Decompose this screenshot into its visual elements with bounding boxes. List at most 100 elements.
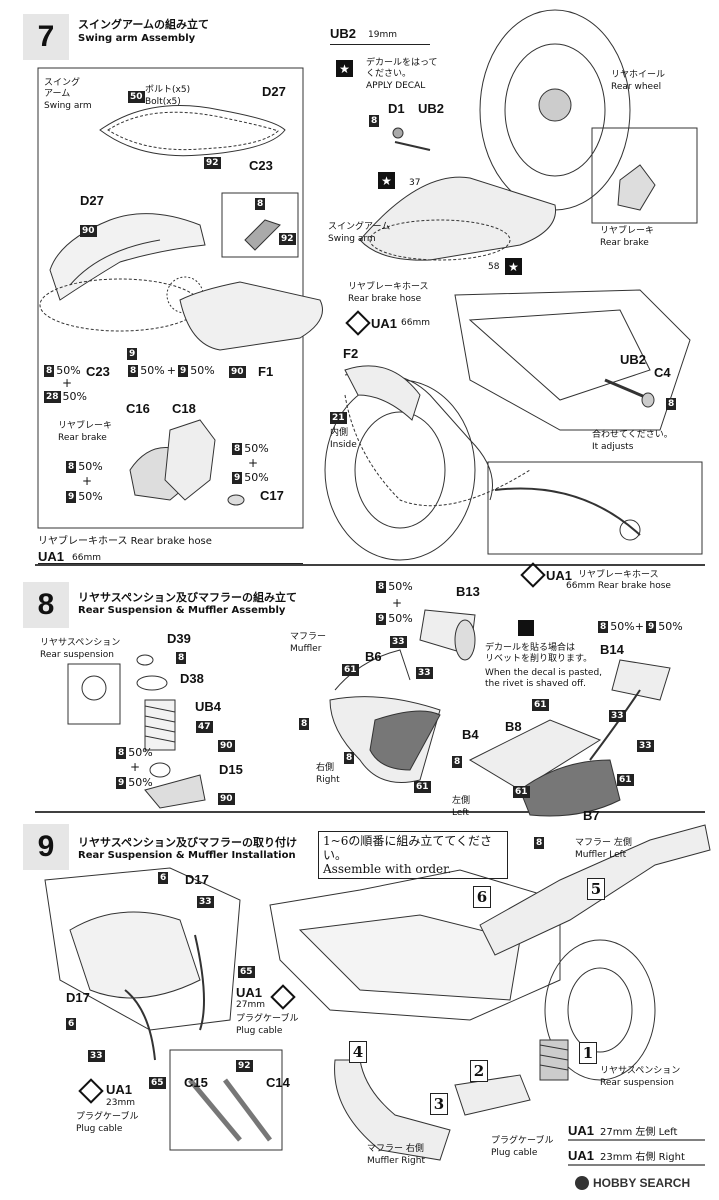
mix-b13-plus: + (392, 596, 403, 610)
adjust-jp: 合わせてください。 (592, 430, 673, 440)
ub2-label: UB2 (330, 26, 357, 41)
part-c15: C15 (184, 1075, 208, 1090)
muffler-en: Muffler (290, 644, 322, 654)
paint-90-s8a: 90 (218, 740, 235, 752)
paint-92-tag-top: 92 (204, 157, 221, 169)
paint-8-b8: 8 (452, 756, 463, 768)
step-7-title-en: Swing arm Assembly (78, 33, 196, 44)
rear-brake-hose-jp: リヤブレーキホース (348, 282, 429, 292)
swingarm-label-jp: スイング アーム (44, 78, 81, 99)
plug-cable2-en: Plug cable (76, 1124, 123, 1134)
order-2: 2 (470, 1060, 488, 1082)
part-d17-b: D17 (66, 990, 90, 1005)
part-d1: D1 (388, 101, 405, 116)
paint-8-d1: 8 (369, 115, 380, 127)
rear-suspension-en: Rear suspension (40, 650, 114, 660)
adjust-en: It adjusts (592, 442, 634, 452)
step-9-number: 9 (23, 824, 69, 870)
rear-suspension-s9-en: Rear suspension (600, 1078, 674, 1088)
ub2-length: 19mm (368, 30, 397, 40)
rivet-note-jp: デカールを貼る場合は リベットを削り取ります。 (485, 643, 593, 664)
swing-arm-en: Swing arm (328, 234, 376, 244)
paint-33-c: 33 (609, 710, 626, 722)
muffler-left-en: Muffler Left (575, 850, 627, 860)
paint-33-s9a: 33 (197, 896, 214, 908)
paint-6-b: 6 (66, 1018, 77, 1030)
swingarm-label-en: Swing arm (44, 101, 92, 111)
part-f1: F1 (258, 364, 274, 379)
order-5: 5 (587, 878, 605, 900)
decal-jp: デカールをはって ください。 (366, 58, 438, 79)
paint-61-c: 61 (532, 699, 549, 711)
paint-33-a: 33 (390, 636, 407, 648)
ua1-right-len: 23mm 右側 Right (600, 1152, 685, 1163)
rear-suspension-s9-jp: リヤサスペンション (600, 1066, 681, 1076)
step-9-title-en: Rear Suspension & Muffler Installation (78, 850, 296, 861)
ua1-length: 66mm (72, 553, 101, 563)
paint-8-d39: 8 (176, 652, 187, 664)
rear-brake-jp-r: リヤブレーキ (600, 226, 655, 236)
plug-cable2-jp: プラグケーブル (76, 1112, 139, 1122)
muffler-right-jp: マフラー 右側 (367, 1144, 424, 1154)
paint-61-a: 61 (342, 664, 359, 676)
right-jp: 右側 (316, 763, 335, 773)
watermark-logo-icon (575, 1176, 589, 1190)
part-d15: D15 (219, 762, 243, 777)
decal-37: 37 (409, 178, 421, 188)
ua1-right: UA1 (568, 1148, 595, 1163)
order-1: 1 (579, 1042, 597, 1064)
diamond-icon-b (520, 562, 546, 588)
paint-33-s9b: 33 (88, 1050, 105, 1062)
muffler-right-en: Muffler Right (367, 1156, 425, 1166)
inside-jp: 内側 (330, 428, 349, 438)
part-b6: B6 (365, 649, 382, 664)
mix-s8-plus: + (130, 760, 141, 774)
ua1-label: UA1 (38, 549, 65, 564)
mix3-plus: + (82, 474, 93, 488)
rear-wheel-en: Rear wheel (611, 82, 662, 92)
order-6: 6 (473, 886, 491, 908)
rear-brake-jp: リヤブレーキ (58, 421, 113, 431)
diamond-icon (345, 310, 371, 336)
paint-50-tag: 50 (128, 91, 145, 103)
plug-cable-en: Plug cable (236, 1026, 283, 1036)
ua1-b: UA1 (106, 1082, 133, 1097)
plug-cable-jp: プラグケーブル (236, 1014, 299, 1024)
rivet-note-en: When the decal is pasted, the rivet is s… (485, 668, 603, 689)
ua1-left: UA1 (568, 1123, 595, 1138)
paint-33-b: 33 (416, 667, 433, 679)
part-c18: C18 (172, 401, 196, 416)
order-en: Assemble with order. (323, 862, 452, 876)
ua1-left-len: 27mm 左側 Left (600, 1127, 678, 1138)
ua1-line (38, 563, 303, 564)
ua1-a-len: 27mm (236, 1000, 265, 1010)
ua1-b-len: 23mm (106, 1098, 135, 1108)
plug-cable3-en: Plug cable (491, 1148, 538, 1158)
paint-92-tag: 92 (279, 233, 296, 245)
swing-arm-jp: スイングアーム (328, 222, 391, 232)
paint-90-tag: 90 (80, 225, 97, 237)
paint-61-b: 61 (414, 781, 431, 793)
part-c16: C16 (126, 401, 150, 416)
mix4-plus: + (248, 456, 259, 470)
step-8-number: 8 (23, 582, 69, 628)
right-en: Right (316, 775, 340, 785)
ua1-a: UA1 (236, 985, 263, 1000)
left-jp: 左側 (452, 796, 471, 806)
step-7-title-jp: スイングアームの組み立て (78, 18, 210, 31)
paint-8-b4: 8 (344, 752, 355, 764)
part-b7: B7 (583, 808, 600, 823)
decal-37-star-icon: ★ (378, 172, 395, 189)
part-ub2-r: UB2 (620, 352, 647, 367)
step-8-title-en: Rear Suspension & Muffler Assembly (78, 605, 286, 616)
part-d27: D27 (80, 193, 104, 208)
plug-cable3-jp: プラグケーブル (491, 1136, 554, 1146)
step-9-title-jp: リヤサスペンション及びマフラーの取り付け (78, 836, 298, 849)
rear-brake-en: Rear brake (58, 433, 107, 443)
